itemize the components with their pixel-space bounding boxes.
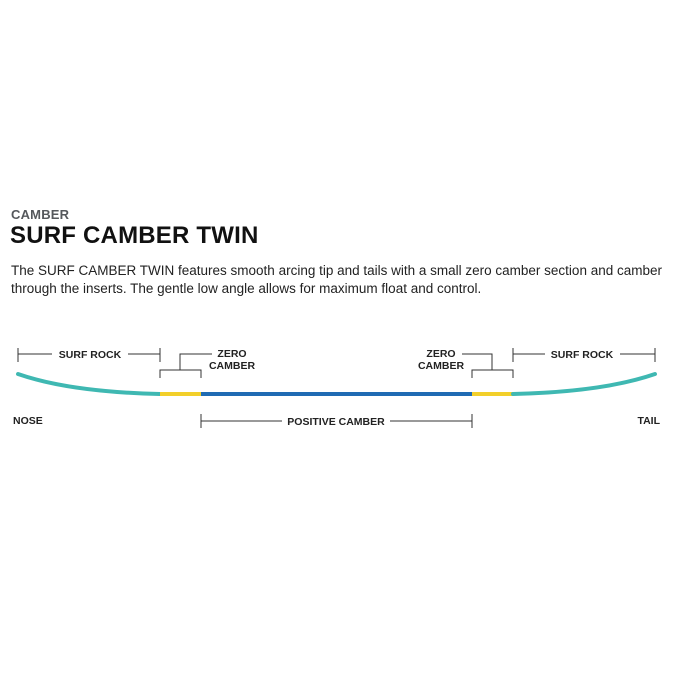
category-label: CAMBER (11, 207, 70, 222)
zero-camber-right-label-line2: CAMBER (418, 360, 464, 372)
nose-label: NOSE (13, 415, 43, 427)
zero-camber-right-label-line1: ZERO (426, 348, 455, 360)
tail-surf-rock-segment (511, 372, 657, 396)
annotation-lines (17, 348, 656, 428)
tail-label: TAIL (637, 415, 660, 427)
positive-camber-label: POSITIVE CAMBER (287, 416, 385, 428)
surf-rock-left-label: SURF ROCK (59, 349, 122, 361)
nose-surf-rock-segment (16, 372, 162, 396)
zero-camber-left-label-line1: ZERO (217, 348, 246, 360)
profile-description: The SURF CAMBER TWIN features smooth arc… (11, 263, 662, 296)
surf-rock-right-label: SURF ROCK (551, 349, 614, 361)
camber-diagram: SURF ROCK ZERO CAMBER ZERO CAMBER SURF R… (13, 348, 661, 428)
zero-camber-left-label-line2: CAMBER (209, 360, 255, 372)
profile-title: SURF CAMBER TWIN (10, 222, 259, 249)
